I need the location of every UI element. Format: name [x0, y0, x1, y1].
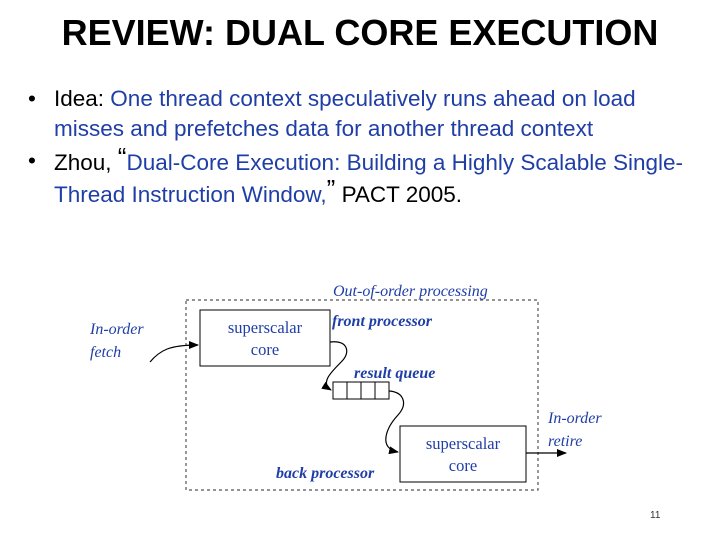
bullet-list: • Idea: One thread context speculatively… — [26, 84, 696, 212]
back-core-label-line2: core — [449, 456, 477, 475]
front-core-label-line2: core — [251, 340, 279, 359]
bullet-idea-text: One thread context speculatively runs ah… — [54, 86, 636, 141]
queue-to-back-arrow — [385, 390, 405, 455]
bullet-idea-prefix: Idea: — [54, 86, 105, 111]
bullet-dot: • — [28, 86, 36, 111]
front-core-label-line1: superscalar — [228, 318, 303, 337]
bullet-reference-prefix: Zhou, — [54, 150, 118, 175]
result-queue-label: result queue — [354, 365, 435, 382]
ooo-processing-label: Out-of-order processing — [333, 283, 488, 300]
slide-title: REVIEW: DUAL CORE EXECUTION — [61, 12, 659, 53]
bullet-reference-quote: Dual-Core Execution: Building a Highly S… — [54, 150, 684, 207]
back-processor-label: back processor — [276, 465, 375, 482]
ooo-region-border — [185, 299, 539, 491]
retire-label-line2: retire — [548, 433, 582, 450]
back-core-box — [399, 425, 527, 483]
back-core-label-line1: superscalar — [426, 434, 501, 453]
open-quote: “ — [117, 142, 127, 172]
bullet-dot: • — [28, 148, 36, 173]
fetch-label-line2: fetch — [90, 344, 121, 361]
front-processor-label: front processor — [332, 313, 433, 330]
fetch-arrow — [149, 341, 199, 363]
page-number: 11 — [650, 510, 661, 521]
front-core-box — [199, 309, 331, 367]
result-queue — [332, 381, 390, 400]
fetch-label-line1: In-order — [89, 321, 144, 338]
bullet-reference: • Zhou, “Dual-Core Execution: Building a… — [26, 142, 696, 210]
front-to-queue-arrow — [321, 341, 348, 391]
bullet-idea: • Idea: One thread context speculatively… — [26, 84, 696, 144]
bullet-reference-suffix: PACT 2005. — [335, 182, 463, 207]
close-quote: ” — [326, 174, 336, 204]
retire-label-line1: In-order — [547, 410, 602, 427]
